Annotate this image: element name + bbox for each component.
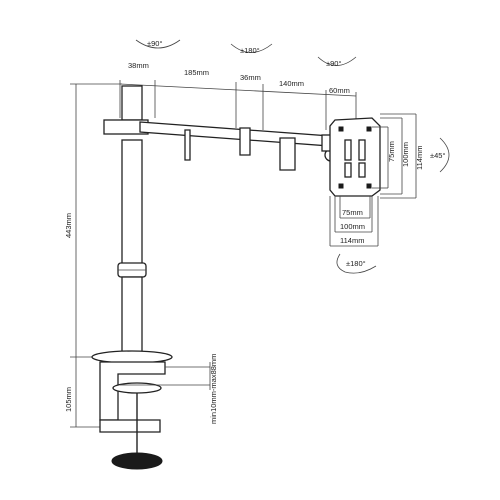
pole-upper xyxy=(121,139,143,265)
rotation-swivel-label: ±180° xyxy=(346,259,366,268)
rotation-joint-3-label: ±90° xyxy=(326,59,341,68)
arm-elbow-joint xyxy=(239,127,251,156)
pole xyxy=(117,85,147,358)
vesa-height-dimensions: 75mm 100mm 114mm xyxy=(372,113,424,199)
clamp-lower-jaw xyxy=(99,419,161,433)
desk-thickness-indicator: min10mm-max88mm xyxy=(120,354,218,424)
rotation-arc-icon xyxy=(317,56,357,66)
arm-cable-clip-2 xyxy=(279,137,296,171)
rotation-joint-1-label: ±90° xyxy=(147,39,162,48)
rotation-swivel: ±180° xyxy=(336,253,377,274)
dim-desk-range: min10mm-max88mm xyxy=(209,354,218,424)
dim-140mm: 140mm xyxy=(279,79,304,88)
clamp-pad xyxy=(112,382,162,394)
rotation-joint-2: ±180° xyxy=(230,43,273,55)
dim-36mm: 36mm xyxy=(240,73,261,82)
arm-segment-main xyxy=(139,121,331,147)
rotation-arc-icon xyxy=(135,39,181,49)
rotation-joint-3: ±90° xyxy=(317,56,357,68)
dim-vesa-114mm-w: 114mm xyxy=(340,236,364,245)
pole-lower xyxy=(121,276,143,358)
dim-vesa-100mm-h: 100mm xyxy=(401,142,410,167)
pole-top xyxy=(121,85,143,121)
vesa-plate-body xyxy=(329,117,381,197)
dim-vesa-75mm-w: 75mm xyxy=(342,208,363,217)
dim-60mm: 60mm xyxy=(329,86,350,95)
clamp-knob xyxy=(111,452,163,470)
dim-38mm: 38mm xyxy=(128,61,149,70)
rotation-joint-2-label: ±180° xyxy=(240,46,260,55)
dim-105mm: 105mm xyxy=(64,387,73,412)
base-plate xyxy=(91,350,173,364)
vesa-width-dimensions: 75mm 100mm 114mm xyxy=(329,196,379,247)
rotation-joint-1: ±90° xyxy=(135,39,181,49)
dim-185mm: 185mm xyxy=(184,68,209,77)
vesa-plate xyxy=(329,117,381,197)
arm-cable-clip-1 xyxy=(184,129,191,161)
dim-vesa-114mm-h: 114mm xyxy=(415,146,424,170)
arm xyxy=(103,119,338,171)
dim-vesa-75mm-h: 75mm xyxy=(387,141,396,162)
rotation-arc-icon xyxy=(336,253,377,274)
arm-dimension-lines xyxy=(119,80,357,130)
rotation-arc-icon xyxy=(230,43,273,53)
dim-443mm: 443mm xyxy=(64,213,73,238)
rotation-tilt: ±45° xyxy=(430,137,450,173)
dim-vesa-100mm-w: 100mm xyxy=(340,222,365,231)
rotation-arc-icon xyxy=(439,137,450,173)
rotation-tilt-label: ±45° xyxy=(430,151,445,160)
desk-clamp xyxy=(91,350,173,470)
